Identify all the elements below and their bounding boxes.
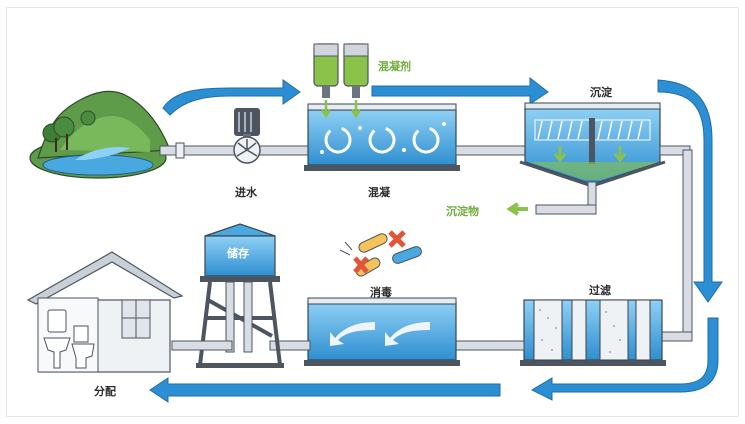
storage-tower [196,223,284,368]
filtration-label: 过滤 [589,284,611,297]
coagulation-label: 混凝 [368,186,390,199]
flow-arrow-right-down [657,79,723,303]
sediment-label: 沉淀物 [446,205,479,218]
disinfection-tank [304,297,460,366]
sedimentation-label: 沉淀 [590,86,612,99]
diagram-frame [6,7,739,417]
sedimentation-tank [519,102,666,188]
water-source-landscape [29,90,171,179]
intake-pump-icon [233,108,261,164]
flow-arrow-to-coagulation [162,79,301,116]
pipe-coag-to-sed [455,145,527,156]
intake-label: 进水 [235,186,257,199]
germs-eliminated-icon [339,230,422,277]
coagulation-tank [304,103,460,171]
flow-arrow-to-distribution [149,377,501,403]
filtration-tank [520,299,666,366]
pipe-sed-to-filtration [659,145,693,342]
house-icon [26,251,184,373]
coagulant-label: 混凝剂 [378,60,411,73]
sediment-outlet-pipe [506,181,597,216]
flow-arrow-to-sedimentation [371,76,549,105]
pipe-filtration-to-disinfection [455,340,525,351]
coagulant-dispenser-icon [313,43,369,119]
storage-label: 储存 [227,247,249,260]
pipe-storage-to-house [171,340,233,351]
distribution-label: 分配 [94,385,116,398]
pipe-disinfection-to-storage [269,340,311,351]
flow-arrow-bottom-right [530,317,719,401]
disinfection-label: 消毒 [370,286,392,299]
